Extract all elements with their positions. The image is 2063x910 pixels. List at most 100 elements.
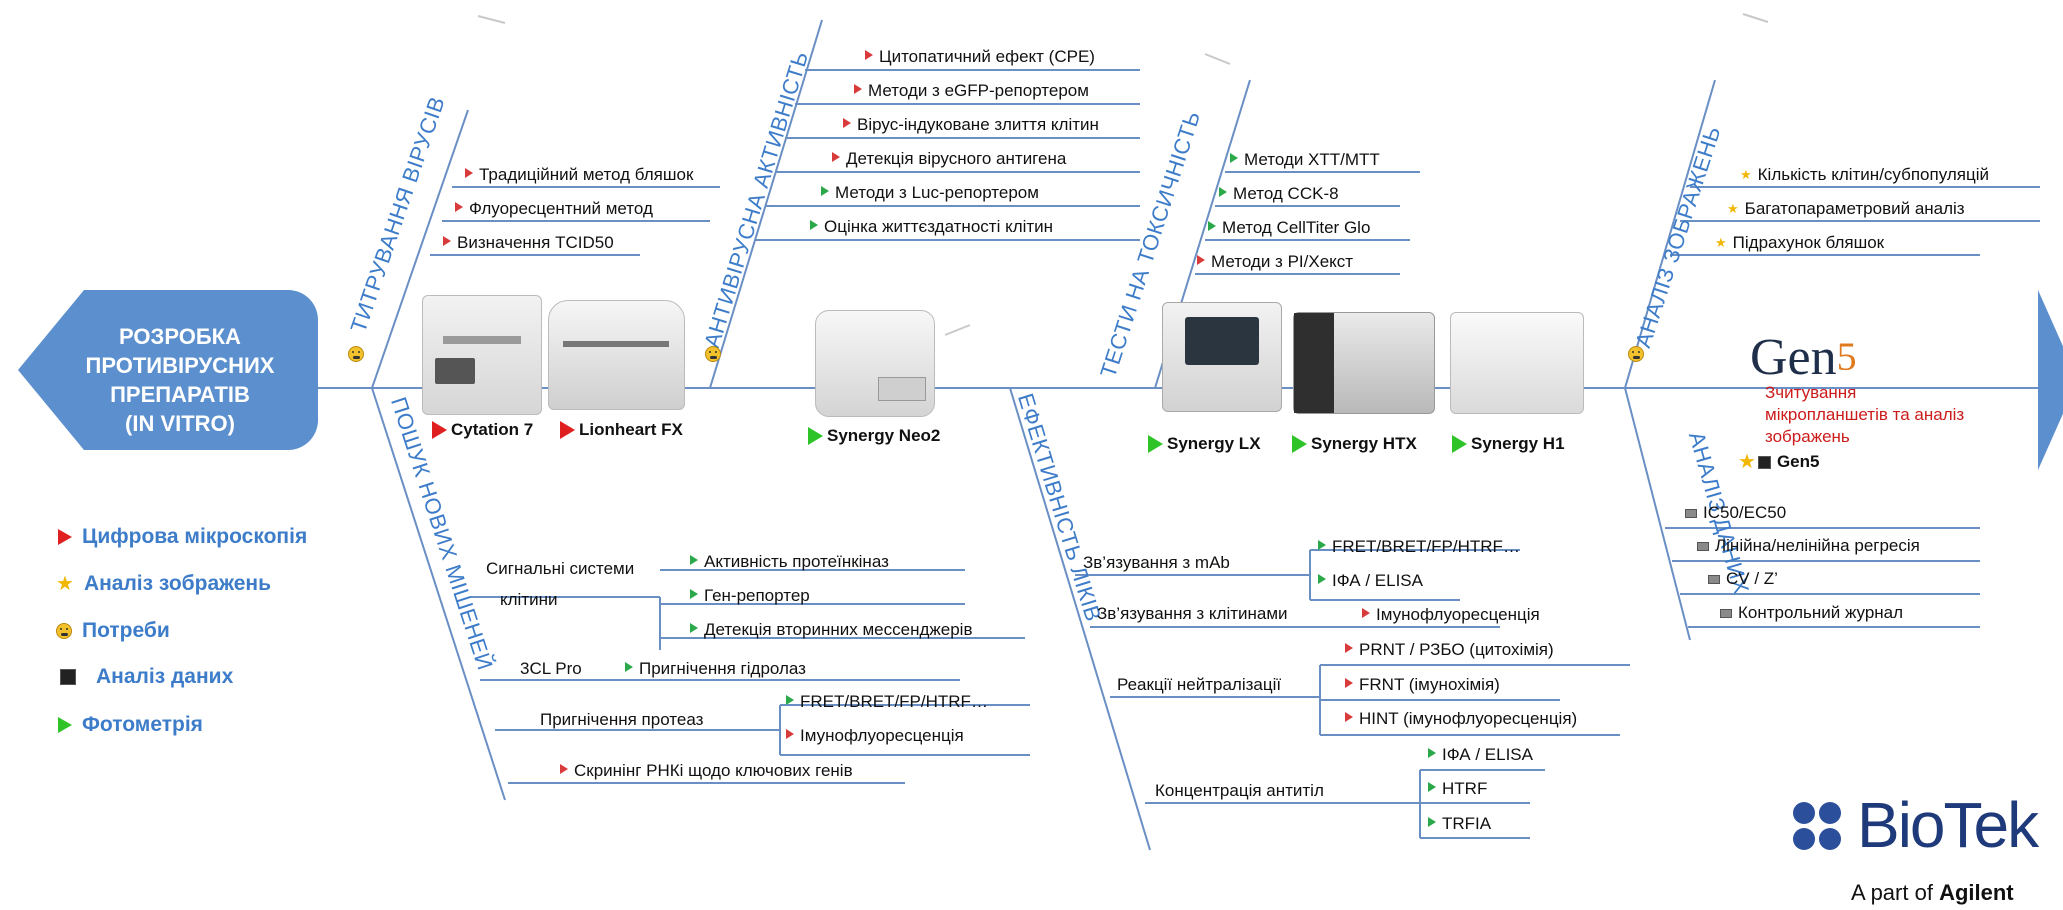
green-triangle-icon [808, 427, 823, 445]
green-flag-icon [690, 555, 698, 565]
biotek-dots-icon [1793, 800, 1851, 850]
data-analysis-icon [1720, 608, 1732, 618]
main-title: РОЗРОБКА ПРОТИВІРУСНИХ ПРЕПАРАТІВ (IN VI… [70, 322, 290, 438]
efficacy-mab-item: ІФА / ELISA [1318, 571, 1423, 591]
targets-signal-label: Сигнальні системи [486, 559, 635, 578]
red-flag-icon [560, 764, 568, 774]
data-analysis-icon [1685, 508, 1697, 518]
efficacy-neutral-item: HINT (імунофлуоресценція) [1345, 709, 1577, 729]
targets-protease-label: Пригнічення протеаз [540, 710, 704, 729]
efficacy-neutral-label: Реакції нейтралізації [1117, 675, 1282, 694]
efficacy-antibody-item: ІФА / ELISA [1428, 745, 1533, 765]
device-label-lionheart: Lionheart FX [560, 420, 683, 440]
targets-signal-item: Ген-репортер [690, 586, 810, 606]
efficacy-neutral-item: FRNT (імунохімія) [1345, 675, 1500, 695]
legend-needs: Потреби [56, 619, 170, 643]
targets-signal-label: клітини [500, 590, 558, 609]
antiviral-item: Вірус-індуковане злиття клітин [843, 115, 1099, 135]
targets-protease-item: Імунофлуоресценція [786, 726, 964, 746]
lionheart-fx-image [548, 300, 685, 410]
green-flag-icon [821, 186, 829, 196]
green-flag-icon [810, 220, 818, 230]
green-flag-icon [1318, 540, 1326, 550]
antiviral-item: Методи з Luc-репортером [821, 183, 1039, 203]
data-analysis-item: CV / Z’ [1708, 569, 1778, 589]
toxicity-item: Метод CCK-8 [1219, 184, 1339, 204]
main-title-shape [18, 290, 318, 450]
targets-rnai-item: Скринінг РНКі щодо ключових генів [560, 761, 853, 781]
antiviral-item: Оцінка життєздатності клітин [810, 217, 1053, 237]
red-triangle-icon [58, 529, 72, 545]
efficacy-antibody-item: TRFIA [1428, 814, 1491, 834]
title-line: ПРЕПАРАТІВ [110, 382, 250, 407]
red-flag-icon [1345, 678, 1353, 688]
synergy-neo2-image [815, 310, 935, 417]
device-label-lx: Synergy LX [1148, 434, 1261, 454]
data-analysis-icon [1697, 541, 1709, 551]
titration-item: Визначення TCID50 [443, 233, 614, 253]
green-flag-icon [1219, 187, 1227, 197]
green-flag-icon [1428, 782, 1436, 792]
efficacy-antibody-item: HTRF [1428, 779, 1487, 799]
image-analysis-item: ★Підрахунок бляшок [1715, 233, 1885, 252]
gen5-logo: Gen5 [1750, 329, 1857, 386]
toxicity-item: Метод CellTiter Glo [1208, 218, 1370, 238]
green-triangle-icon [58, 717, 72, 733]
red-flag-icon [1362, 608, 1370, 618]
antiviral-item: Цитопатичний ефект (CPE) [865, 47, 1095, 67]
device-label-h1: Synergy H1 [1452, 434, 1565, 454]
synergy-lx-image [1162, 302, 1282, 412]
antiviral-item: Детекція вірусного антигена [832, 149, 1066, 169]
image-analysis-item: ★Кількість клітин/субпопуляцій [1740, 165, 1989, 184]
efficacy-cells-item: Імунофлуоресценція [1362, 605, 1540, 625]
data-analysis-item: Лінійна/нелінійна регресія [1697, 536, 1920, 556]
red-flag-icon [854, 84, 862, 94]
targets-signal-item: Активність протеїнкіназ [690, 552, 889, 572]
green-flag-icon [1230, 153, 1238, 163]
titration-item: Флуоресцентний метод [455, 199, 653, 219]
data-analysis-icon [60, 669, 76, 685]
red-flag-icon [465, 168, 473, 178]
green-flag-icon [625, 662, 633, 672]
green-flag-icon [1208, 221, 1216, 231]
title-line: (IN VITRO) [125, 411, 235, 436]
star-icon: ★ [1738, 451, 1756, 473]
agilent-tagline: A part of Agilent [1851, 880, 2014, 905]
red-triangle-icon [560, 421, 575, 439]
need-emoji-icon [348, 346, 364, 362]
red-flag-icon [865, 50, 873, 60]
gen5-note: Зчитування мікропланшетів та аналіз зобр… [1765, 383, 1965, 446]
efficacy-mab-item: FRET/BRET/FP/HTRF… [1318, 537, 1520, 557]
star-icon: ★ [1727, 201, 1739, 216]
data-analysis-icon [1757, 455, 1771, 469]
green-flag-icon [1318, 574, 1326, 584]
red-flag-icon [1345, 712, 1353, 722]
star-icon: ★ [1740, 167, 1752, 182]
need-emoji-icon [705, 346, 721, 362]
targets-protease-item: FRET/BRET/FP/HTRF… [786, 692, 988, 712]
legend-data-analysis: Аналіз даних [60, 665, 233, 689]
red-flag-icon [832, 152, 840, 162]
title-line: ПРОТИВІРУСНИХ [85, 353, 275, 378]
green-triangle-icon [1292, 435, 1307, 453]
red-flag-icon [843, 118, 851, 128]
need-emoji-icon [1628, 346, 1644, 362]
legend-microscopy: Цифрова мікроскопія [58, 525, 307, 549]
red-flag-icon [786, 729, 794, 739]
star-icon: ★ [56, 573, 74, 595]
star-icon: ★ [1715, 235, 1727, 250]
efficacy-antibody-label: Концентрація антитіл [1155, 781, 1324, 800]
titration-item: Традиційний метод бляшок [465, 165, 693, 185]
device-label-neo2: Synergy Neo2 [808, 426, 940, 446]
synergy-htx-image [1293, 312, 1435, 414]
legend-image-analysis: ★Аналіз зображень [56, 572, 272, 595]
data-analysis-icon [1708, 574, 1720, 584]
device-label-htx: Synergy HTX [1292, 434, 1417, 454]
title-line: РОЗРОБКА [119, 324, 241, 349]
device-label-cytation: Cytation 7 [432, 420, 533, 440]
green-flag-icon [1428, 817, 1436, 827]
data-analysis-item: Контрольний журнал [1720, 603, 1903, 623]
red-triangle-icon [432, 421, 447, 439]
biotek-logo: BioTek [1793, 788, 2039, 862]
